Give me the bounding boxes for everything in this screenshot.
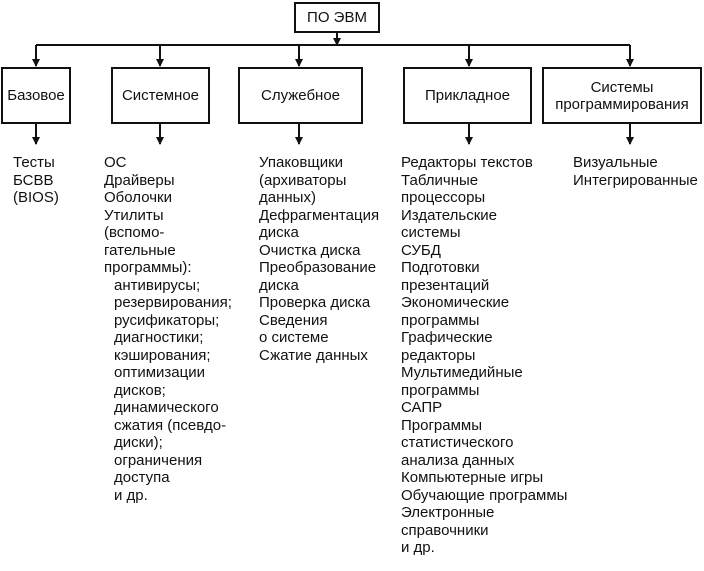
applied-item: программы bbox=[401, 381, 480, 399]
system-item: гательные bbox=[104, 241, 176, 259]
programming-item: Интегрированные bbox=[573, 171, 698, 189]
system-item: дисков; bbox=[114, 381, 166, 399]
applied-item: Экономические bbox=[401, 294, 510, 311]
service-item: Очистка диска bbox=[259, 241, 361, 259]
system-item: антивирусы; bbox=[114, 276, 201, 294]
applied-item: Редакторы текстов bbox=[401, 154, 533, 171]
root-label: ПО ЭВМ bbox=[307, 9, 367, 26]
system-item: резервирования; bbox=[114, 294, 232, 311]
applied-item: статистического bbox=[401, 434, 514, 451]
system-item: программы): bbox=[104, 259, 192, 276]
system-item: русификаторы; bbox=[114, 311, 220, 329]
category-programming-label-line2: программирования bbox=[555, 95, 689, 113]
applied-item: Программы bbox=[401, 416, 483, 434]
system-item: диагностики; bbox=[114, 329, 204, 346]
service-item: Сжатие данных bbox=[259, 346, 368, 364]
base-item: Тесты bbox=[13, 154, 55, 171]
applied-item: САПР bbox=[401, 399, 443, 416]
system-item: сжатия (псевдо- bbox=[114, 416, 227, 434]
system-item: (вспомо- bbox=[104, 224, 165, 241]
system-item: доступа bbox=[114, 469, 170, 486]
service-item: диска bbox=[259, 276, 299, 294]
service-item: Проверка диска bbox=[259, 294, 371, 311]
category-programming-label-line1: Системы bbox=[590, 78, 654, 96]
applied-item: процессоры bbox=[401, 189, 486, 206]
service-item: Преобразование bbox=[259, 259, 377, 276]
applied-item: презентаций bbox=[401, 276, 490, 294]
applied-item: справочники bbox=[401, 521, 489, 539]
service-item: Сведения bbox=[259, 311, 328, 329]
applied-item: Обучающие программы bbox=[401, 486, 568, 504]
service-item: Дефрагментация bbox=[259, 206, 380, 224]
category-base-label: Базовое bbox=[7, 87, 65, 104]
service-item: о системе bbox=[259, 329, 329, 346]
applied-item: и др. bbox=[401, 539, 435, 556]
applied-item: системы bbox=[401, 224, 461, 241]
base-item: БСВВ bbox=[13, 171, 54, 189]
applied-item: Компьютерные игры bbox=[401, 469, 544, 486]
programming-item: Визуальные bbox=[573, 154, 658, 171]
category-programming-label: Системы программирования bbox=[555, 79, 689, 113]
service-item: (архиваторы bbox=[259, 171, 347, 189]
root-node: ПО ЭВМ bbox=[294, 2, 380, 33]
category-applied-label: Прикладное bbox=[424, 87, 511, 104]
applied-item: редакторы bbox=[401, 346, 476, 364]
category-service-label: Служебное bbox=[260, 87, 341, 104]
category-programming: Системы программирования bbox=[542, 67, 702, 124]
applied-item: анализа данных bbox=[401, 451, 515, 469]
category-applied: Прикладное bbox=[403, 67, 532, 124]
system-item: Утилиты bbox=[104, 206, 164, 224]
applied-item: Табличные bbox=[401, 171, 479, 189]
service-item: Упаковщики bbox=[259, 154, 344, 171]
base-item: (BIOS) bbox=[13, 189, 59, 206]
applied-item: Электронные bbox=[401, 504, 495, 521]
category-system: Системное bbox=[111, 67, 210, 124]
category-service: Служебное bbox=[238, 67, 363, 124]
category-base: Базовое bbox=[1, 67, 71, 124]
system-item: и др. bbox=[114, 486, 148, 504]
system-item: динамического bbox=[114, 399, 219, 416]
applied-item: СУБД bbox=[401, 241, 441, 259]
system-item: оптимизации bbox=[114, 364, 205, 381]
applied-item: Графические bbox=[401, 329, 493, 346]
service-item: диска bbox=[259, 224, 299, 241]
applied-item: Подготовки bbox=[401, 259, 480, 276]
category-system-label: Системное bbox=[121, 87, 200, 104]
system-item: Оболочки bbox=[104, 189, 172, 206]
system-item: кэширования; bbox=[114, 346, 211, 364]
system-item: ограничения bbox=[114, 451, 203, 469]
system-item: Драйверы bbox=[104, 171, 175, 189]
system-item: диски); bbox=[114, 434, 163, 451]
system-item: ОС bbox=[104, 154, 127, 171]
applied-item: Издательские bbox=[401, 206, 497, 224]
applied-item: Мультимедийные bbox=[401, 364, 523, 381]
service-item: данных) bbox=[259, 189, 316, 206]
applied-item: программы bbox=[401, 311, 480, 329]
